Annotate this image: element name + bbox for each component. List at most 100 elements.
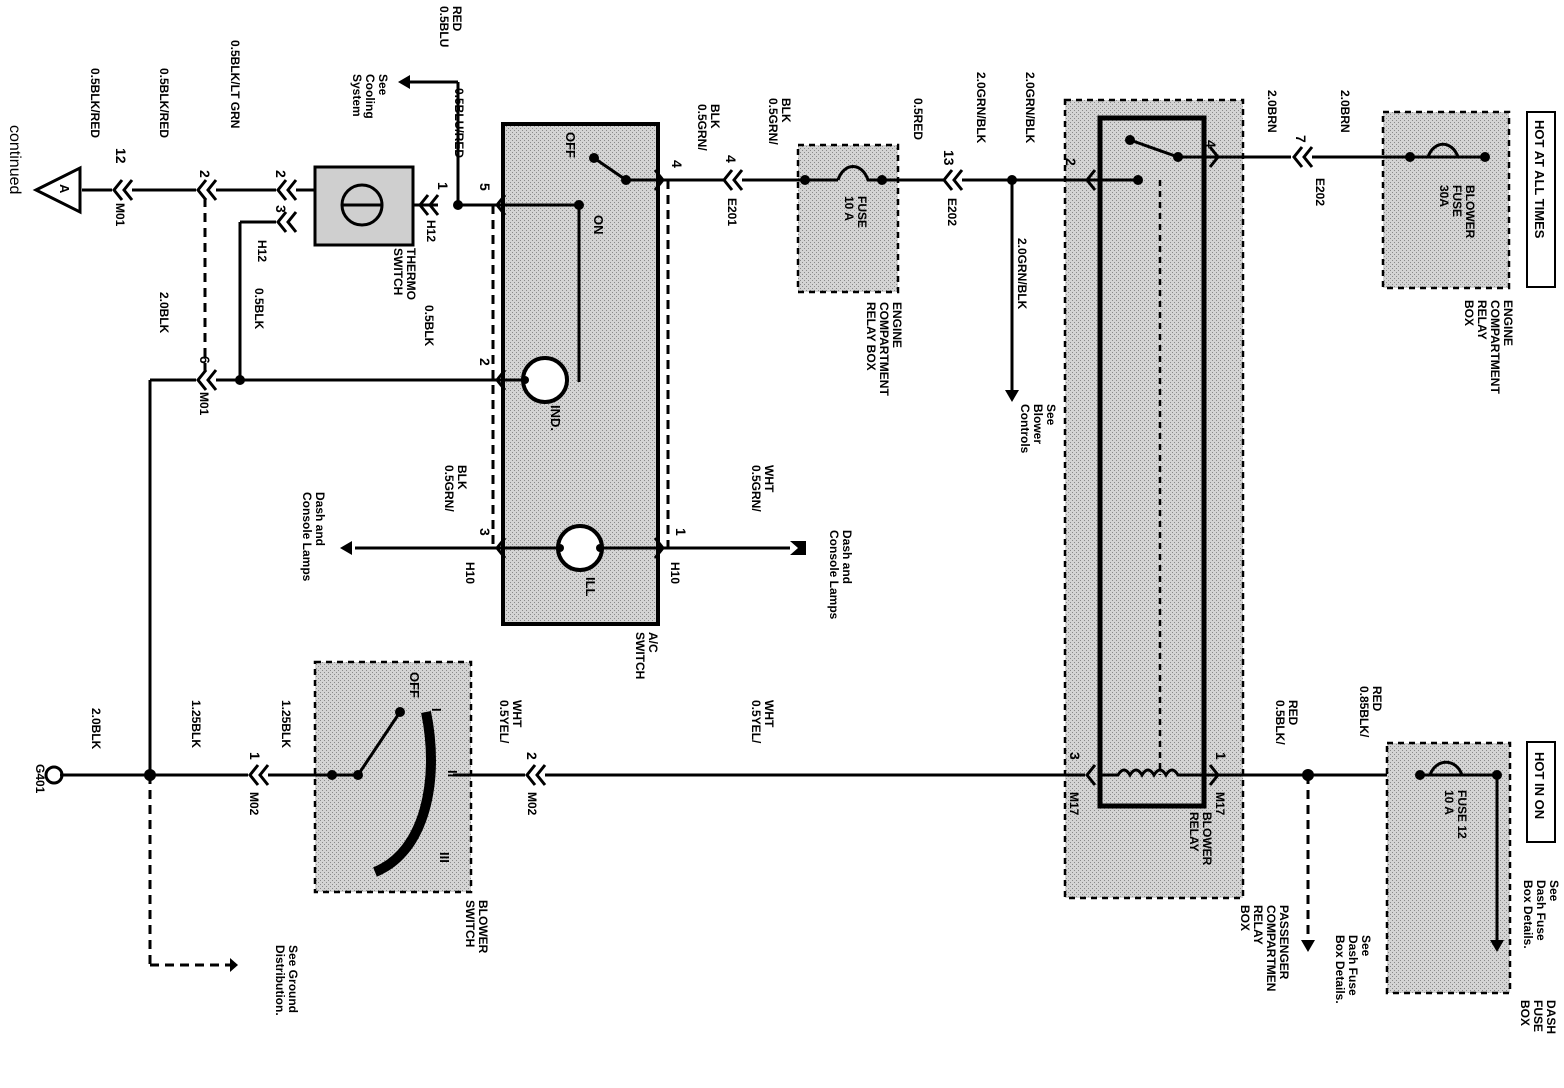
svg-text:SWITCH: SWITCH (463, 900, 477, 947)
conn-h12-b: H12 (255, 240, 269, 262)
svg-text:Distribution.: Distribution. (273, 945, 287, 1016)
svg-text:0.5BLK/: 0.5BLK/ (1273, 700, 1287, 745)
wires (32, 80, 1499, 967)
svg-text:BLK: BLK (779, 98, 793, 123)
svg-text:4: 4 (669, 160, 685, 168)
svg-text:Blower: Blower (1031, 404, 1045, 444)
conn-m02-a: M02 (525, 792, 539, 816)
junction-dots (144, 135, 1502, 781)
svg-text:5: 5 (477, 183, 493, 191)
conn-m01-a: M01 (113, 203, 127, 227)
svg-text:System: System (350, 74, 364, 117)
svg-text:0.5BLK/LT GRN: 0.5BLK/LT GRN (228, 40, 242, 128)
svg-text:0.5GRN/: 0.5GRN/ (695, 104, 709, 151)
ind-lamp-icon (521, 356, 569, 404)
svg-text:BLOWER: BLOWER (476, 900, 490, 954)
svg-text:DASH: DASH (1544, 1000, 1558, 1034)
conn-e202-mid: E202 (945, 198, 959, 226)
svg-text:0.5YEL/: 0.5YEL/ (497, 700, 511, 744)
svg-text:0.5RED: 0.5RED (911, 98, 925, 140)
svg-text:RED: RED (1370, 686, 1384, 712)
hot-at-all-times-box (1526, 111, 1556, 288)
svg-text:13: 13 (941, 150, 957, 166)
svg-text:COMPARTMENT: COMPARTMENT (1488, 300, 1502, 394)
svg-text:2.0BRN: 2.0BRN (1265, 90, 1279, 133)
svg-text:1.25BLK: 1.25BLK (189, 700, 203, 748)
svg-text:0.5BLK: 0.5BLK (252, 288, 266, 330)
svg-text:2: 2 (197, 170, 213, 178)
svg-text:0.5BLK: 0.5BLK (422, 305, 436, 347)
fuse-10a-box (798, 145, 898, 292)
svg-text:See: See (1044, 404, 1058, 426)
svg-text:ENGINE: ENGINE (1501, 300, 1515, 346)
svg-text:See Ground: See Ground (286, 945, 300, 1013)
svg-text:FUSE: FUSE (855, 196, 869, 228)
svg-text:0.5BLK/RED: 0.5BLK/RED (88, 68, 102, 138)
svg-text:RELAY: RELAY (1475, 300, 1489, 340)
ill-lamp-icon (556, 524, 604, 572)
svg-text:2: 2 (273, 170, 289, 178)
svg-text:FUSE: FUSE (1450, 185, 1464, 217)
ecrb-top-box (1383, 112, 1509, 288)
svg-text:Console Lamps: Console Lamps (827, 530, 841, 620)
svg-text:1.25BLK: 1.25BLK (279, 700, 293, 748)
ecrb-mid-label: ENGINE COMPARTMENT RELAY BOX (864, 302, 904, 396)
wire-labels: 2.0BRN 2.0BRN 2.0GRN/BLK 2.0GRN/BLK 2.0G… (88, 6, 1384, 750)
svg-text:Dash and: Dash and (840, 530, 854, 584)
dash-fuse-box (1387, 743, 1510, 993)
svg-text:Box Details.: Box Details. (1521, 880, 1535, 949)
svg-text:ENGINE: ENGINE (890, 302, 904, 348)
svg-text:Dash and: Dash and (313, 492, 327, 546)
svg-text:10 A: 10 A (842, 196, 856, 221)
svg-text:0.5GRN/: 0.5GRN/ (749, 465, 763, 512)
ac-on-label: ON (591, 215, 606, 235)
svg-text:0.85BLK/: 0.85BLK/ (1357, 686, 1371, 738)
hot-in-on-box (1526, 741, 1556, 843)
hot-at-all-times-label: HOT AT ALL TIMES (1532, 120, 1547, 239)
blower-relay-label: BLOWER RELAY (1187, 812, 1214, 866)
svg-text:0.5BLU: 0.5BLU (437, 6, 451, 47)
svg-text:SWITCH: SWITCH (633, 632, 647, 679)
svg-text:RED: RED (1286, 700, 1300, 726)
dash-fuse-box-label: DASH FUSE BOX (1518, 1000, 1558, 1034)
bsw-i-label: I (429, 708, 444, 712)
svg-text:WHT: WHT (762, 465, 776, 493)
svg-text:SWITCH: SWITCH (391, 248, 405, 295)
conn-g401: G401 (33, 764, 47, 794)
svg-text:4: 4 (723, 155, 739, 163)
svg-text:RELAY: RELAY (1251, 905, 1265, 945)
offpage-a-label: A (57, 184, 72, 194)
see-blower-note: See Blower Controls (1018, 404, 1058, 454)
svg-text:RELAY BOX: RELAY BOX (864, 302, 878, 371)
svg-text:2: 2 (1063, 158, 1079, 166)
svg-text:2: 2 (524, 752, 540, 760)
svg-text:RED: RED (450, 6, 464, 32)
svg-text:A/C: A/C (646, 632, 660, 653)
ac-off-label: OFF (563, 132, 578, 158)
ecrb-top-label: ENGINE COMPARTMENT RELAY BOX (1462, 300, 1515, 394)
conn-m02-b: M02 (247, 792, 261, 816)
svg-text:4: 4 (1203, 140, 1219, 148)
blower-fuse-label: BLOWER FUSE 30A (1437, 185, 1477, 239)
conn-m01-b: M01 (197, 392, 211, 416)
svg-text:2: 2 (477, 358, 493, 366)
thermo-switch-label: THERMO SWITCH (391, 248, 418, 300)
svg-text:3: 3 (1067, 752, 1083, 760)
svg-text:Dash Fuse: Dash Fuse (1534, 880, 1548, 941)
svg-text:BOX: BOX (1518, 1000, 1532, 1026)
svg-text:WHT: WHT (510, 700, 524, 728)
svg-text:BOX: BOX (1462, 300, 1476, 326)
svg-text:Box Details.: Box Details. (1333, 935, 1347, 1004)
dash-console-note-a: Dash and Console Lamps (300, 492, 327, 582)
svg-text:3: 3 (273, 205, 289, 213)
ac-switch-label: A/C SWITCH (633, 632, 660, 679)
svg-text:2.0GRN/BLK: 2.0GRN/BLK (974, 72, 988, 144)
see-ground-note: See Ground Distribution. (273, 945, 300, 1016)
svg-text:2.0BLK: 2.0BLK (89, 708, 103, 750)
conn-h12-a: H12 (424, 220, 438, 242)
svg-text:2.0BRN: 2.0BRN (1338, 90, 1352, 133)
ind-label: IND. (548, 405, 563, 431)
svg-text:1: 1 (673, 528, 689, 536)
svg-text:0.5YEL/: 0.5YEL/ (749, 700, 763, 744)
